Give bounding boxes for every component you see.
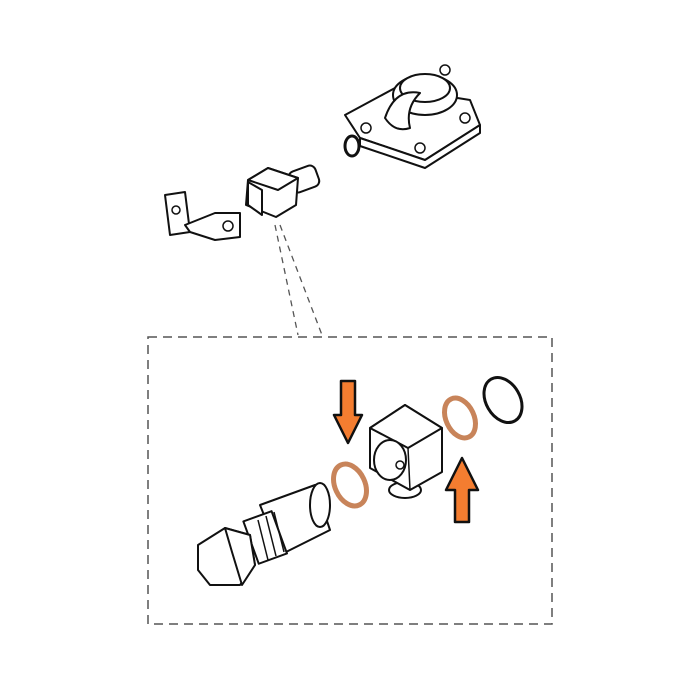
- banjo-bolt: [197, 482, 331, 586]
- retaining-clip: [482, 376, 524, 424]
- leader-lines: [274, 224, 323, 336]
- mounting-flange: [344, 64, 481, 169]
- banjo-block: [369, 404, 443, 499]
- arrow-up-icon: [444, 456, 480, 524]
- arrow-down-icon: [332, 379, 364, 445]
- banjo-fitting: [245, 164, 321, 218]
- detail-box: [147, 336, 553, 625]
- bracket: [164, 191, 241, 241]
- o-ring-top: [343, 134, 361, 158]
- washer-left: [331, 461, 369, 509]
- washer-right: [442, 395, 478, 441]
